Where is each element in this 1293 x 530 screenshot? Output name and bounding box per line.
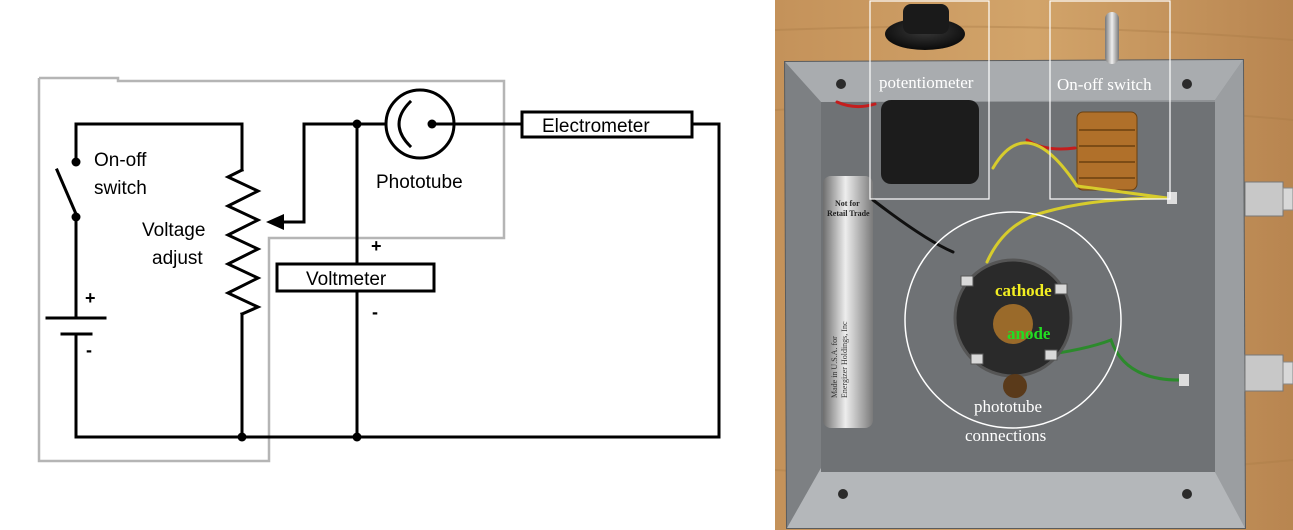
switch-label-line2: switch — [94, 178, 147, 199]
phototube-symbol — [384, 88, 456, 160]
junction-top — [352, 119, 362, 129]
battery — [823, 176, 873, 428]
phototube-highlight-circle — [904, 211, 1122, 429]
bnc-connector-top — [1244, 181, 1293, 217]
box-bevel-right — [1215, 60, 1245, 528]
label-cathode: cathode — [995, 281, 1052, 300]
battery-text-3: Made in U.S.A. for — [830, 336, 839, 398]
wire-black — [871, 198, 955, 254]
box-bevel-bottom — [787, 468, 1245, 528]
potentiometer-body — [881, 100, 979, 184]
switch-highlight-box — [1049, 0, 1171, 200]
switch-label-line1: On-off — [94, 150, 147, 171]
label-phototube-line1: phototube — [974, 397, 1042, 416]
phototube-knob — [1003, 374, 1027, 398]
toggle-lever — [1105, 12, 1119, 64]
label-potentiometer: potentiometer — [879, 73, 974, 92]
box-bevel-top — [785, 60, 1243, 102]
switch-blade — [55, 168, 78, 216]
wire-wiper — [280, 122, 387, 224]
switch-terminal-top — [71, 157, 81, 167]
phototube-cathode — [397, 99, 413, 149]
wire-top-left — [74, 122, 244, 172]
wire-red-top — [835, 100, 877, 109]
terminal-lug-bottom — [1179, 374, 1189, 386]
phototube-label: Phototube — [376, 172, 463, 193]
voltmeter-plus-label: + — [371, 236, 382, 256]
voltmeter-box — [275, 262, 436, 293]
battery-text-2: Retail Trade — [827, 209, 870, 218]
potentiometer-resistor — [224, 167, 262, 316]
battery-plus-label: + — [85, 288, 96, 308]
potentiometer-highlight-box — [869, 0, 990, 200]
label-phototube-line2: connections — [965, 426, 1046, 445]
box-bevel-left — [785, 62, 821, 528]
label-on-off-switch: On-off switch — [1057, 75, 1152, 94]
pot-label-line1: Voltage — [142, 220, 205, 241]
voltmeter-minus-label: - — [372, 302, 378, 322]
wiper-arrowhead — [266, 214, 284, 230]
pot-label-line2: adjust — [152, 248, 203, 269]
terminal-lug-top — [1167, 192, 1177, 204]
electrometer-label: Electrometer — [542, 116, 650, 137]
label-anode: anode — [1007, 324, 1051, 343]
battery-text-1: Not for — [835, 199, 860, 208]
battery-minus-label: - — [86, 340, 92, 360]
circuit-schematic: On-off switch Voltage adjust Phototube E… — [37, 76, 721, 463]
phototube-socket-center — [993, 304, 1033, 344]
electrometer-box — [520, 110, 694, 139]
wire-yellow-switch — [991, 141, 1169, 200]
battery-text-4: Energizer Holdings, Inc — [840, 321, 849, 398]
switch-terminal-bottom — [71, 212, 81, 222]
voltmeter-label: Voltmeter — [306, 269, 387, 290]
anode-dot — [427, 119, 437, 129]
junction-bottom-pot — [237, 432, 247, 442]
annotated-photo: Not for Retail Trade Made in U.S.A. for … — [775, 0, 1293, 530]
highlight-outline — [37, 76, 506, 463]
junction-bottom-voltmeter — [352, 432, 362, 442]
wire-bottom — [74, 122, 721, 439]
wire-green-anode — [1035, 338, 1181, 382]
bnc-connector-bottom — [1244, 354, 1293, 392]
